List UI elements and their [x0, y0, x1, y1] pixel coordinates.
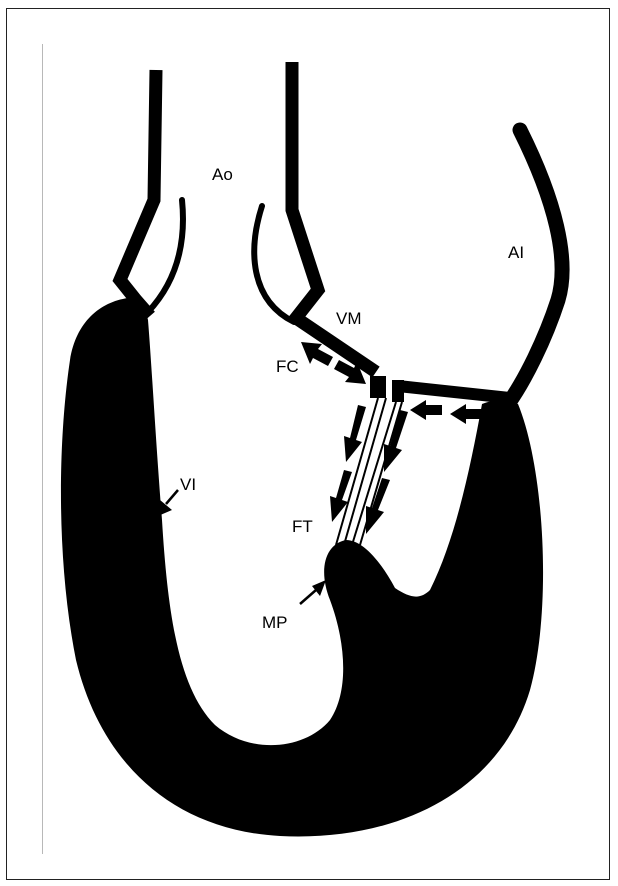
label-fc: FC [276, 357, 299, 376]
mp-pointer [300, 580, 326, 604]
aortic-cusp-right [254, 206, 294, 322]
label-left-ventricle: VI [180, 475, 196, 494]
aorta-left-wall [120, 70, 156, 316]
mitral-anterior-tip [370, 376, 386, 398]
mitral-posterior-leaflet [398, 386, 510, 398]
label-chordae: FT [292, 517, 313, 536]
label-left-atrium: AI [508, 243, 524, 262]
left-ventricle-wall [61, 298, 543, 836]
aorta-right-wall [292, 62, 376, 372]
ft-arrow-left-2 [330, 470, 352, 522]
label-aorta: Ao [212, 165, 233, 184]
annulus-arrow-1 [410, 400, 442, 420]
left-atrium-wall [508, 130, 562, 404]
vi-pointer [158, 490, 178, 516]
label-mitral-valve: VM [336, 309, 362, 328]
label-papillary-muscle: MP [262, 613, 288, 632]
